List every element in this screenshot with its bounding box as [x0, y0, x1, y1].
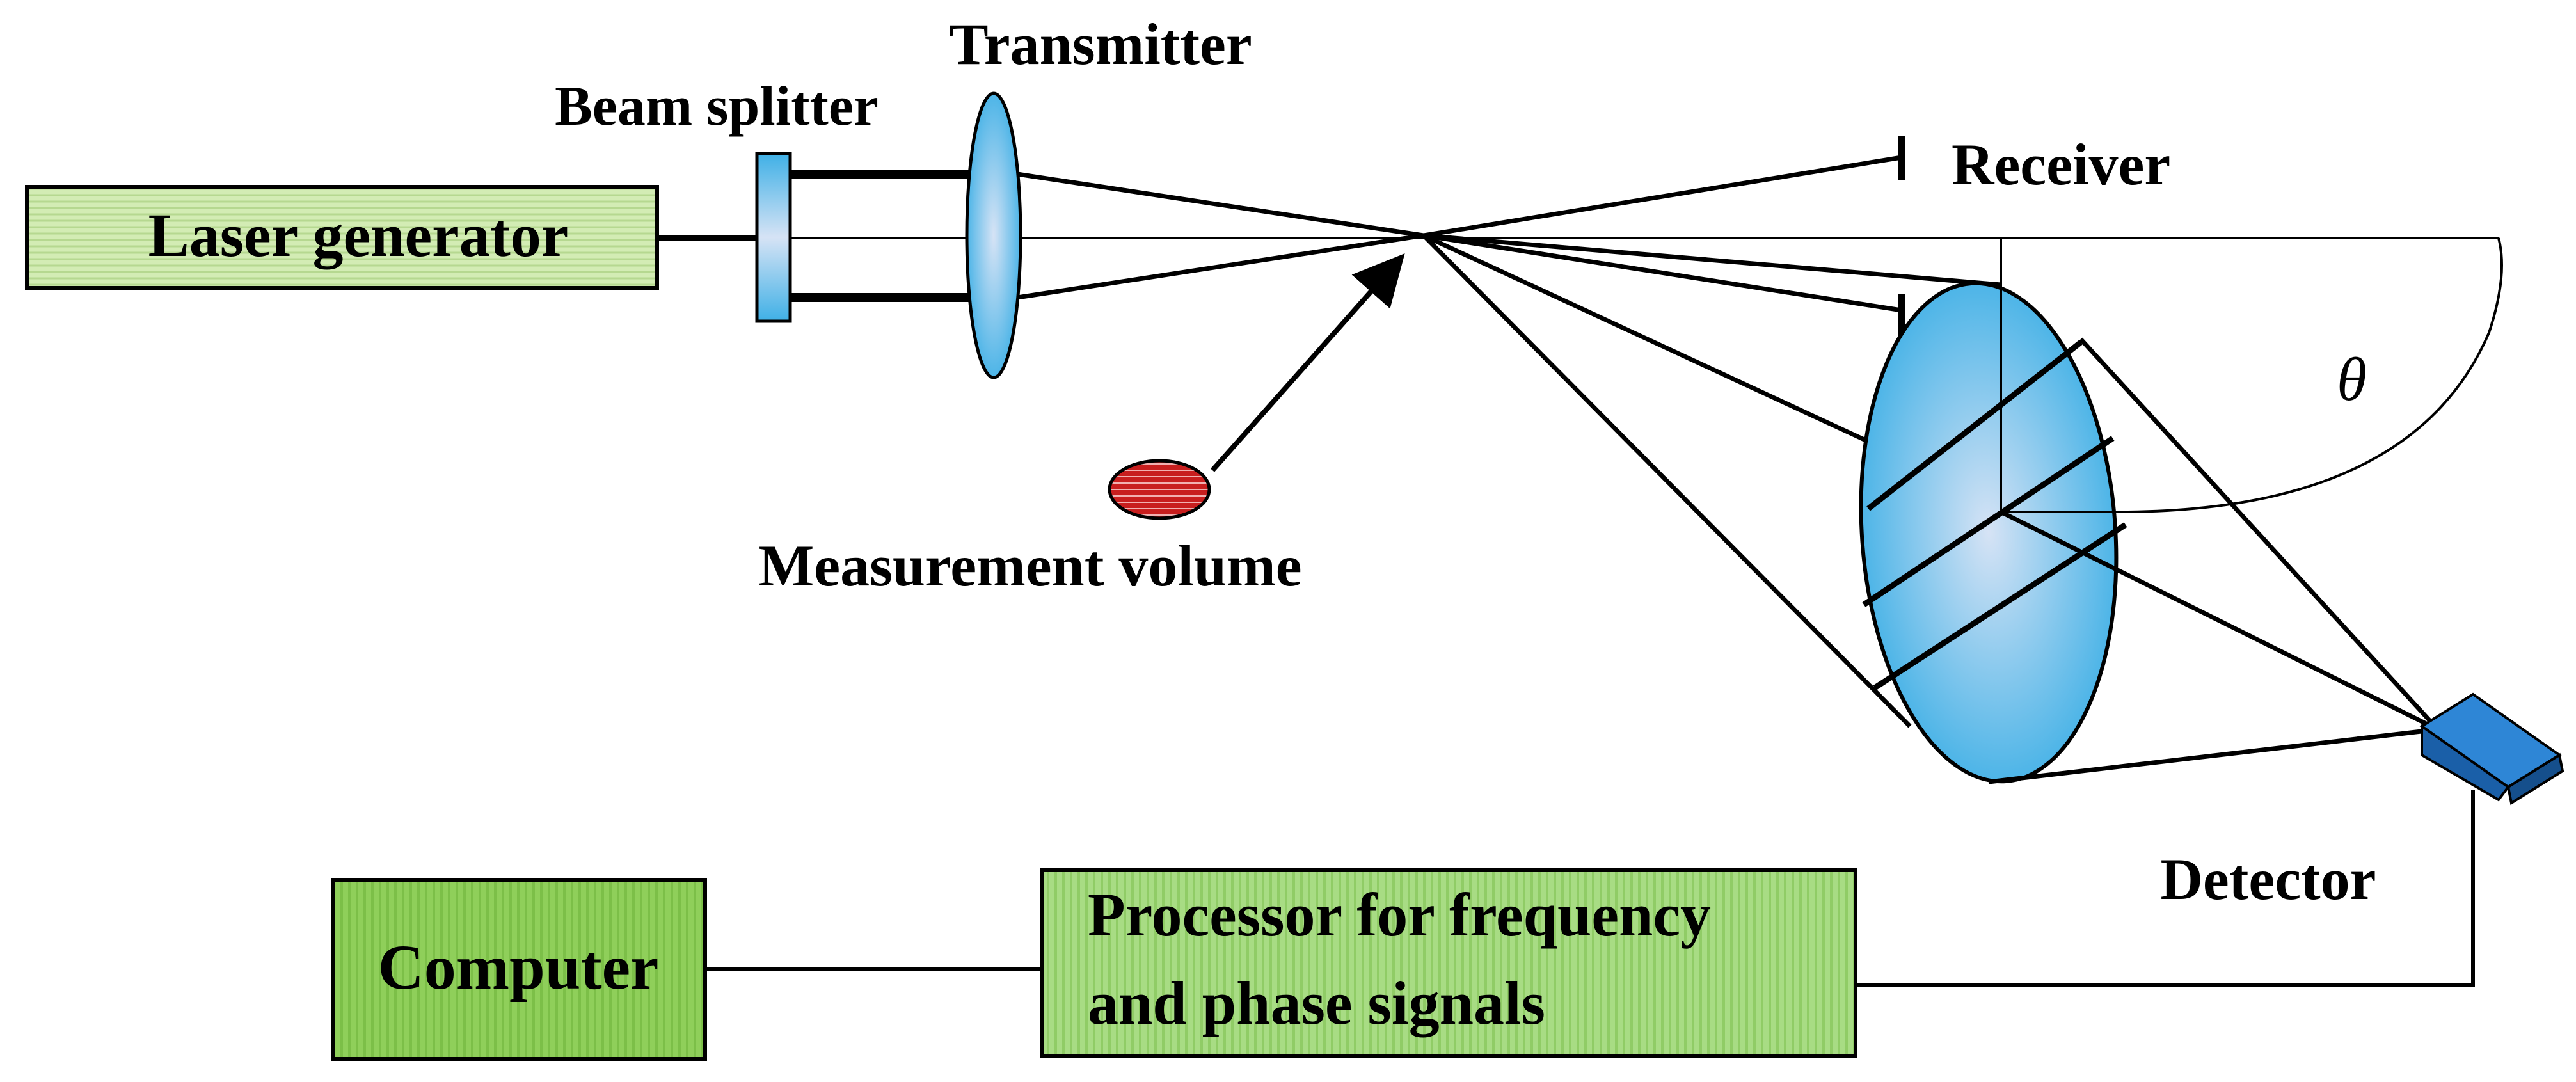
receiver-center-ray [2000, 509, 2439, 732]
measurement-volume-label: Measurement volume [758, 533, 1301, 598]
beam-splitter-label: Beam splitter [555, 76, 879, 138]
laser-generator-box [25, 185, 659, 290]
converging-beam-lower [1017, 233, 1424, 300]
theta-label: θ [2337, 345, 2367, 413]
converging-beam-upper [1017, 171, 1424, 238]
scatter-line-4 [1422, 234, 1912, 728]
receiver-slit-1 [1866, 340, 2083, 511]
transmitter-label: Transmitter [949, 12, 1252, 77]
laser-generator-label: Laser generator [148, 201, 569, 269]
processor-box [1040, 868, 1857, 1058]
measurement-volume-particle [1108, 459, 1211, 520]
scatter-line-3 [1422, 233, 1870, 444]
receiver-slit-2 [1862, 436, 2115, 607]
computer-label: Computer [378, 932, 659, 1003]
processor-label-line2: and phase signals [1088, 969, 1545, 1037]
scatter-line-to-receiver [1423, 155, 1902, 238]
focus-line-lower [1988, 727, 2438, 784]
scatter-line-2 [1423, 233, 1902, 313]
receiver-lens [1859, 281, 2119, 784]
processor-label-line1: Processor for frequency [1088, 880, 1711, 949]
detector-to-processor-wire [1857, 790, 2475, 987]
theta-arc [2117, 237, 2503, 513]
detector [2419, 692, 2564, 806]
receiver-label: Receiver [1952, 132, 2170, 197]
computer-box [331, 878, 707, 1061]
scatter-line-1 [1423, 233, 2001, 287]
detector-label: Detector [2160, 847, 2376, 912]
transmitter-lens [965, 91, 1022, 379]
focus-line-upper [2079, 337, 2440, 731]
measurement-volume-arrow [1211, 253, 1405, 472]
beam-splitter [755, 152, 792, 323]
